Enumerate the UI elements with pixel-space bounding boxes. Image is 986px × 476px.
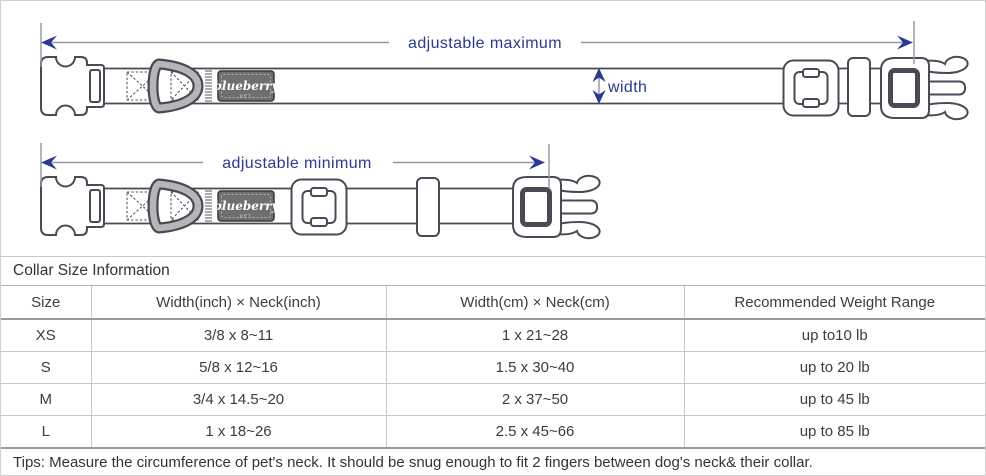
table-cell: up to 45 lb	[684, 383, 985, 416]
table-cell: XS	[1, 319, 92, 352]
table-cell: 1 x 18~26	[91, 415, 387, 449]
tips-note: Tips: Measure the circumference of pet's…	[13, 453, 813, 471]
arrow-right-icon	[897, 35, 913, 50]
table-row-l: L 1 x 18~26 2.5 x 45~66 up to 85 lb	[1, 415, 985, 449]
table-cell: M	[1, 383, 92, 416]
collar-left-end-max	[41, 57, 280, 115]
table-title: Collar Size Information	[1, 256, 985, 286]
collar-size-table: Size Width(inch) × Neck(inch) Width(cm) …	[1, 286, 985, 449]
table-cell: 5/8 x 12~16	[91, 351, 387, 384]
dimension-adjustable-minimum: adjustable minimum	[40, 143, 550, 188]
male-buckle-icon	[881, 57, 968, 119]
table-cell: S	[1, 351, 92, 384]
table-cell: 2.5 x 45~66	[386, 415, 685, 449]
adjustable-maximum-label: adjustable maximum	[408, 35, 562, 52]
arrow-right-icon	[529, 155, 545, 170]
table-row-m: M 3/4 x 14.5~20 2 x 37~50 up to 45 lb	[1, 383, 985, 416]
arrow-down-icon	[592, 90, 606, 104]
table-cell: up to10 lb	[684, 319, 985, 352]
column-header-width-inch: Width(inch) × Neck(inch)	[91, 286, 387, 320]
table-cell: up to 85 lb	[684, 415, 985, 449]
arrow-left-icon	[41, 35, 57, 50]
column-header-weight: Recommended Weight Range	[684, 286, 985, 320]
width-label: width	[607, 79, 647, 96]
column-header-width-cm: Width(cm) × Neck(cm)	[386, 286, 685, 320]
table-cell: 1.5 x 30~40	[386, 351, 685, 384]
adjustable-minimum-label: adjustable minimum	[222, 155, 371, 172]
dimension-width: width	[592, 68, 647, 104]
collar-left-end-min	[41, 177, 280, 235]
arrow-left-icon	[41, 155, 57, 170]
collar-strap-max	[104, 67, 887, 105]
diagram-adjustable-maximum: adjustable maximum width	[41, 21, 968, 119]
dimension-adjustable-maximum: adjustable maximum	[40, 21, 915, 67]
table-row-xs: XS 3/8 x 8~11 1 x 21~28 up to10 lb	[1, 319, 985, 352]
table-cell: 3/8 x 8~11	[91, 319, 387, 352]
column-header-size: Size	[1, 286, 92, 320]
collar-diagrams: blueberry PET	[1, 21, 986, 256]
header-row: Size Width(inch) × Neck(inch) Width(cm) …	[1, 286, 985, 320]
table-row-s: S 5/8 x 12~16 1.5 x 30~40 up to 20 lb	[1, 351, 985, 384]
table-cell: L	[1, 415, 92, 449]
table-cell: 3/4 x 14.5~20	[91, 383, 387, 416]
table-cell: up to 20 lb	[684, 351, 985, 384]
table-cell: 2 x 37~50	[386, 383, 685, 416]
tri-glide-slider-icon	[782, 59, 840, 117]
table-cell: 1 x 21~28	[386, 319, 685, 352]
arrow-up-icon	[592, 68, 606, 82]
diagram-adjustable-minimum: adjustable minimum	[41, 143, 600, 238]
keeper-loop-icon	[416, 177, 440, 237]
male-buckle-icon	[513, 176, 600, 238]
keeper-loop-icon	[847, 57, 871, 117]
tri-glide-slider-icon	[290, 178, 348, 236]
